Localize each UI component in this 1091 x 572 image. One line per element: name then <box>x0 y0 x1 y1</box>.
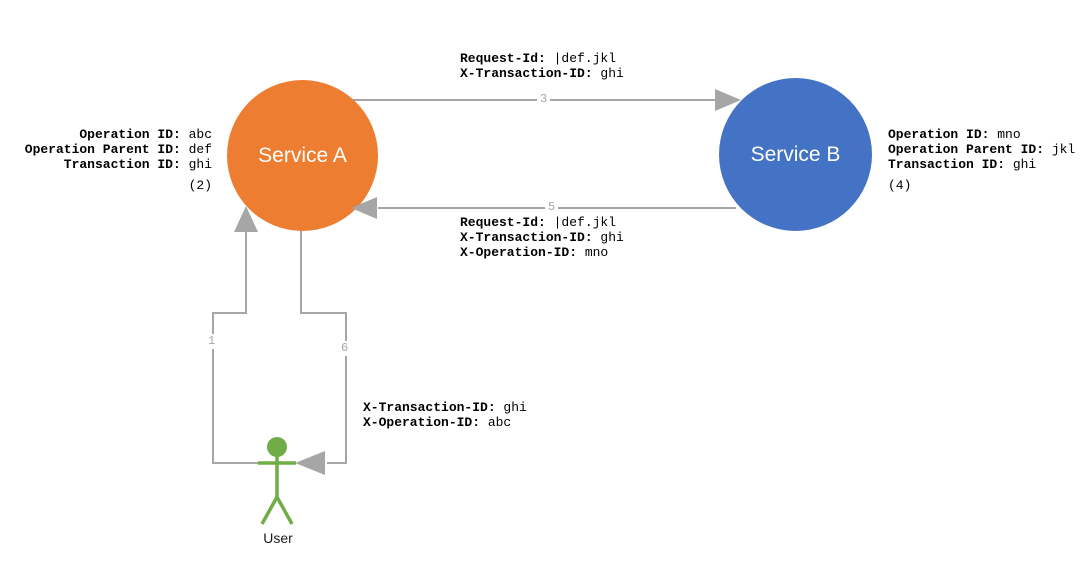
user-request-headers: X-Transaction-ID:ghi X-Operation-ID:abc <box>363 400 527 430</box>
actor-head <box>267 437 287 457</box>
step-note: (4) <box>888 178 912 193</box>
property-line: Transaction ID:ghi <box>63 157 212 172</box>
connector-a-to-user-segment <box>345 312 347 464</box>
header-line: X-Transaction-ID:ghi <box>460 230 624 245</box>
step-3-label: 3 <box>537 92 551 107</box>
user-actor-icon <box>258 437 296 525</box>
arrowhead-up-into-service-a-icon <box>234 206 258 232</box>
step-5-label: 5 <box>545 200 559 215</box>
connector-user-bottom-segment <box>212 462 258 464</box>
connector-user-up-elbow <box>212 312 247 314</box>
header-line: X-Transaction-ID:ghi <box>460 66 624 81</box>
connector-user-left-segment <box>212 312 214 464</box>
connector-a-to-user-elbow <box>327 462 347 464</box>
request-a-to-b-headers: Request-Id:|def.jkl X-Transaction-ID:ghi <box>460 51 624 81</box>
service-b-properties: Operation ID:mno Operation Parent ID:jkl… <box>888 127 1075 193</box>
header-line: X-Operation-ID:mno <box>460 245 609 260</box>
service-a-label: Service A <box>258 143 347 167</box>
service-a-properties: Operation ID:abc Operation Parent ID:def… <box>22 127 212 193</box>
response-b-to-a-headers: Request-Id:|def.jkl X-Transaction-ID:ghi… <box>460 215 624 260</box>
arrowhead-into-user-icon <box>295 451 325 475</box>
property-line: Operation Parent ID:jkl <box>888 142 1076 157</box>
arrowhead-into-service-b-icon <box>715 89 741 111</box>
service-b-node: Service B <box>719 78 872 231</box>
step-note: (2) <box>188 178 212 193</box>
property-line: Operation Parent ID:def <box>24 142 212 157</box>
arrowhead-into-service-a-icon <box>351 197 377 219</box>
actor-leg-left <box>260 496 279 525</box>
service-b-label: Service B <box>750 142 841 166</box>
user-label: User <box>263 530 293 546</box>
connector-a-down-elbow <box>300 312 347 314</box>
header-line: Request-Id:|def.jkl <box>460 51 617 66</box>
property-line: Operation ID:mno <box>888 127 1021 142</box>
header-line: X-Operation-ID:abc <box>363 415 512 430</box>
connector-a-to-b-line <box>350 99 718 101</box>
connector-user-up-segment <box>245 232 247 313</box>
header-line: X-Transaction-ID:ghi <box>363 400 527 415</box>
property-line: Transaction ID:ghi <box>888 157 1037 172</box>
step-6-label: 6 <box>338 341 352 356</box>
property-line: Operation ID:abc <box>79 127 212 142</box>
step-1-label: 1 <box>205 334 219 349</box>
header-line: Request-Id:|def.jkl <box>460 215 617 230</box>
connector-a-down-segment <box>300 230 302 314</box>
actor-leg-right <box>275 496 294 525</box>
